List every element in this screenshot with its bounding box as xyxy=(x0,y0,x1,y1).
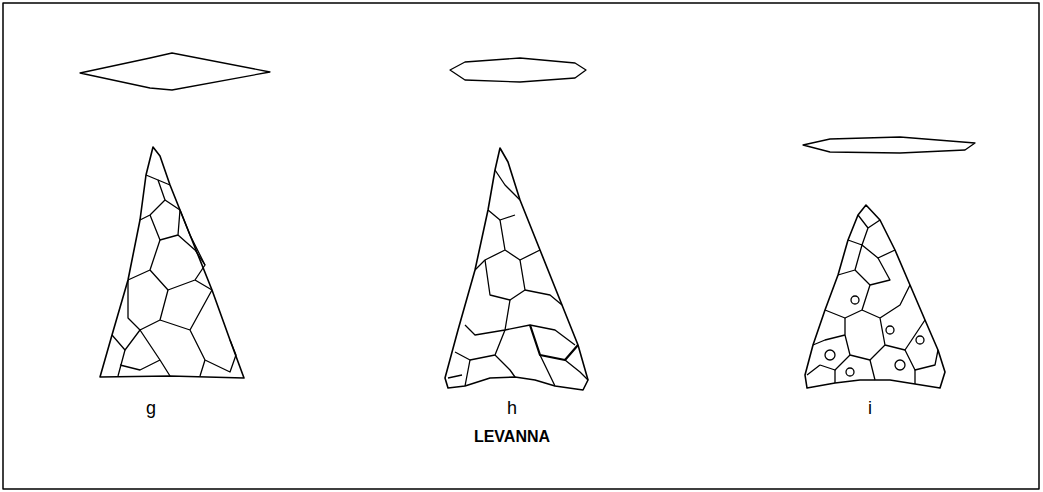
cross-section xyxy=(803,137,975,153)
figure-letter: h xyxy=(507,399,517,417)
projectile-point xyxy=(445,148,588,390)
projectile-point xyxy=(100,147,244,378)
projectile-point xyxy=(805,205,945,388)
figure-letter: g xyxy=(146,399,156,417)
type-name: LEVANNA xyxy=(474,429,550,445)
cross-section xyxy=(450,58,586,82)
cross-section xyxy=(80,53,270,90)
frame xyxy=(3,3,1039,489)
figure-letter: i xyxy=(868,399,872,417)
